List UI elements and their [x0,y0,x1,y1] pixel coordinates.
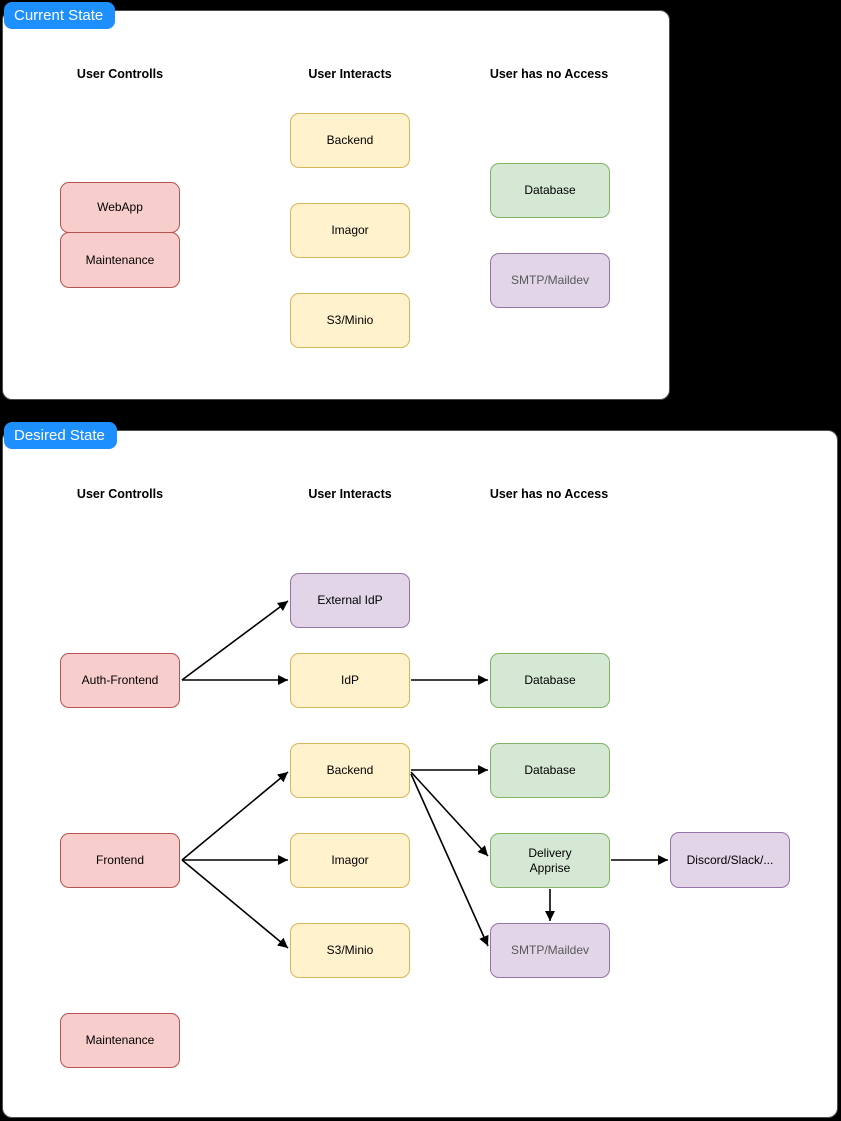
node-label: SMTP/Maildev [510,943,590,957]
node-label: Backend [326,763,374,777]
current-state-badge: Current State [4,2,116,29]
current-node-database[interactable]: Database [490,163,610,218]
node-label: Database [524,763,576,777]
node-label: Database [524,673,576,687]
node-label: Imagor [331,223,369,237]
desired-node-database-backend[interactable]: Database [490,743,610,798]
desired-node-auth-frontend[interactable]: Auth-Frontend [60,653,180,708]
node-label: Frontend [95,853,145,867]
node-label: Maintenance [85,1033,155,1047]
desired-col-user-interacts: User Interacts [308,487,392,501]
node-label: SMTP/Maildev [510,273,590,287]
desired-node-s3minio[interactable]: S3/Minio [290,923,410,978]
desired-node-external-idp[interactable]: External IdP [290,573,410,628]
node-label: Discord/Slack/... [686,852,774,867]
desired-node-discord-slack[interactable]: Discord/Slack/... [670,832,790,888]
current-node-smtp-maildev[interactable]: SMTP/Maildev [490,253,610,308]
desired-node-delivery-apprise[interactable]: Delivery Apprise [490,833,610,888]
node-label: S3/Minio [326,313,374,327]
desired-node-backend[interactable]: Backend [290,743,410,798]
desired-node-imagor[interactable]: Imagor [290,833,410,888]
node-label: IdP [340,673,359,687]
current-node-backend[interactable]: Backend [290,113,410,168]
desired-node-smtp-maildev[interactable]: SMTP/Maildev [490,923,610,978]
desired-col-no-access: User has no Access [489,487,609,501]
node-label: Backend [326,133,374,147]
desired-node-database-idp[interactable]: Database [490,653,610,708]
current-col-user-interacts: User Interacts [308,67,392,81]
current-col-user-controls: User Controlls [76,67,164,81]
node-label: Database [524,183,576,197]
current-node-maintenance[interactable]: Maintenance [60,232,180,288]
node-label: Delivery Apprise [528,845,572,875]
current-col-no-access: User has no Access [489,67,609,81]
desired-node-frontend[interactable]: Frontend [60,833,180,888]
node-label: S3/Minio [326,943,374,957]
current-node-imagor[interactable]: Imagor [290,203,410,258]
desired-state-badge: Desired State [4,422,117,449]
node-label: External IdP [317,593,383,607]
desired-node-maintenance[interactable]: Maintenance [60,1013,180,1068]
desired-node-idp[interactable]: IdP [290,653,410,708]
node-label: Maintenance [85,252,155,267]
desired-col-user-controls: User Controlls [76,487,164,501]
current-node-webapp[interactable]: WebApp [60,182,180,233]
node-label: Auth-Frontend [81,673,159,687]
node-label: Imagor [331,853,369,867]
current-node-s3minio[interactable]: S3/Minio [290,293,410,348]
node-label: WebApp [97,200,143,214]
